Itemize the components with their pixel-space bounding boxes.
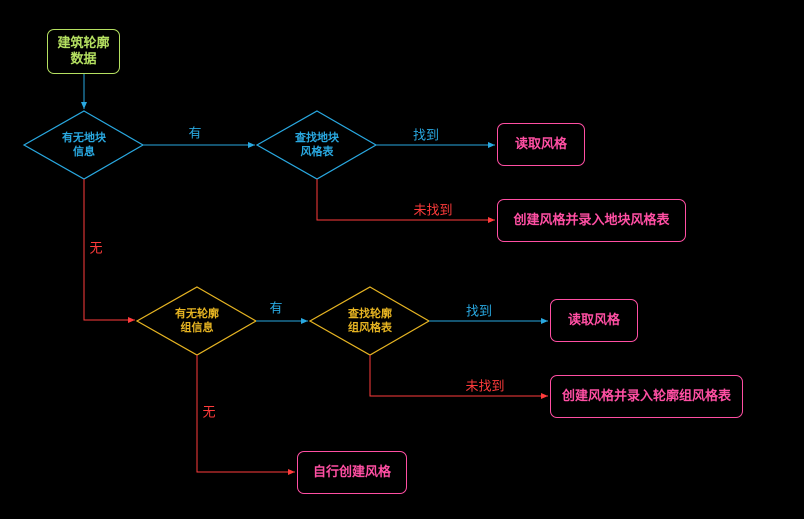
start-node-building-outline-data: 建筑轮廓 数据 bbox=[47, 29, 120, 74]
edge-label-found-1: 找到 bbox=[412, 128, 440, 144]
connector-has-parcel-no bbox=[83, 179, 135, 323]
edge-label-no-2: 无 bbox=[202, 405, 216, 421]
edge-label-yes-1: 有 bbox=[188, 126, 202, 142]
decision-find-group-style-label: 查找轮廓 组风格表 bbox=[348, 307, 392, 334]
connector-has-group-no bbox=[196, 355, 295, 475]
process-read-style-1: 读取风格 bbox=[497, 123, 585, 166]
edge-label-found-2: 找到 bbox=[465, 304, 493, 320]
connector-find-parcel-not-found bbox=[316, 179, 495, 223]
process-create-group-style: 创建风格并录入轮廓组风格表 bbox=[550, 375, 743, 418]
connector-find-group-not-found bbox=[369, 355, 548, 399]
decision-find-parcel-style-label: 查找地块 风格表 bbox=[295, 131, 339, 158]
edge-label-not-found-2: 未找到 bbox=[465, 379, 505, 395]
edge-label-yes-2: 有 bbox=[269, 301, 283, 317]
process-create-parcel-style: 创建风格并录入地块风格表 bbox=[497, 199, 686, 242]
decision-has-group-label: 有无轮廓 组信息 bbox=[175, 307, 219, 334]
decision-has-parcel-label: 有无地块 信息 bbox=[62, 131, 106, 158]
process-self-create-style: 自行创建风格 bbox=[297, 451, 407, 494]
edge-label-no-1: 无 bbox=[89, 241, 103, 257]
process-read-style-2: 读取风格 bbox=[550, 299, 638, 342]
edge-label-not-found-1: 未找到 bbox=[413, 203, 453, 219]
